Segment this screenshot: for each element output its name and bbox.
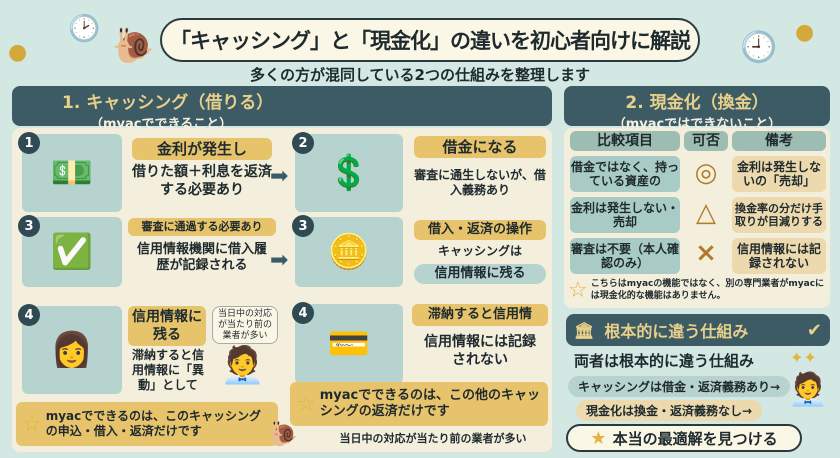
middle-note: 当日中の対応が当たり前の業者が多い	[339, 432, 527, 445]
arrow-right-icon: ➡	[270, 164, 289, 189]
card-label: 信用情報に残る	[128, 306, 206, 346]
card-label: 金利が発生し	[132, 138, 272, 160]
star-icon: ☆	[568, 278, 588, 303]
arrow-right-icon: ➡	[270, 248, 289, 273]
page-title: 「キャッシング」と「現金化」の違いを初心者向けに解説	[160, 18, 700, 62]
cashout-heading: 2. 現金化（換金） （myacではできないこと）	[564, 86, 830, 132]
cashing-footer-text: myacでできるのは、このキャッシングの申込・借入・返済だけです	[45, 409, 262, 438]
middle-footer-text: myacでできるのは、この他のキャッシングの返済だけです	[319, 387, 540, 419]
star-icon: ★	[590, 427, 607, 449]
cashing-heading: 1. キャッシング（借りる） （myacでできること）	[12, 86, 552, 132]
businessman-illustration: 🧑‍💼	[788, 370, 828, 408]
star-icon: ☆	[296, 391, 316, 417]
clock-icon: 🕑	[68, 14, 101, 44]
snail-icon: 🐌	[268, 420, 298, 448]
section-text: 両者は根本的に違う仕組み	[574, 352, 755, 370]
step-number: 4	[292, 302, 314, 324]
column-header: 可否	[684, 131, 728, 151]
cashing-title: 1. キャッシング（借りる）	[62, 93, 274, 113]
coin-icon: ●	[8, 40, 28, 65]
bank-icon: 🏛	[574, 320, 595, 340]
section-header: 🏛 根本的に違う仕組み ✔	[566, 314, 830, 346]
table-cell-item: 借金ではなく、持っている資産の	[570, 156, 680, 192]
table-cell-item: 審査は不要（本人確認のみ）	[570, 238, 680, 274]
card-text: 滞納すると信用情報に「異動」として	[131, 348, 204, 392]
card-label: 借入・返済の操作	[414, 220, 546, 240]
column-header: 比較項目	[570, 131, 680, 151]
speech-bubble: 当日中の対応が当たり前の業者が多い	[212, 306, 278, 345]
credit-pill: 信用情報に残る	[414, 264, 546, 284]
card-text: 信用情報には記録されない	[424, 334, 536, 368]
card-label: 審査に通過する必要あり	[128, 218, 276, 236]
star-icon: ☆	[22, 411, 42, 437]
coin-icon: ●	[795, 20, 815, 45]
table-cell-note: 信用情報には記録されない	[732, 238, 826, 274]
notice-text: こちらはmyacの機能ではなく、別の専門業者がmyacには現金化的な機能はありま…	[590, 278, 825, 301]
snail-icon: 🐌	[112, 26, 155, 66]
table-cell-note: 金利は発生しないの「売却」	[732, 156, 826, 192]
clock-icon: 🕘	[740, 30, 778, 65]
table-cell-note: 換金率の分だけ手取りが目減りする	[732, 197, 826, 233]
conclusion-bubble: ★ 本当の最適解を見つける	[566, 424, 802, 452]
cash-line: 現金化は換金・返済義務なし→	[576, 400, 763, 421]
step-number: 3	[292, 215, 314, 237]
table-cell-item: 金利は発生しない・売却	[570, 197, 680, 233]
column-header: 備考	[732, 131, 826, 151]
sparkle-icon: ✦✦	[790, 348, 817, 367]
triangle-mark: △	[696, 198, 716, 228]
section-title: 根本的に違う仕組み	[604, 322, 749, 341]
double-circle-mark: ◎	[694, 158, 718, 188]
card-text: キャッシングは	[437, 244, 522, 258]
card-text: 信用情報機関に借入履歴が記録される	[136, 242, 267, 274]
cross-mark: ×	[695, 238, 717, 268]
notice: ☆ こちらはmyacの機能ではなく、別の専門業者がmyacには現金化的な機能はあ…	[568, 278, 830, 303]
step-number: 4	[18, 304, 40, 326]
middle-footer: ☆ myacでできるのは、この他のキャッシングの返済だけです	[290, 382, 548, 426]
step-number: 3	[18, 215, 40, 237]
woman-cards-illustration: 👩	[22, 306, 122, 394]
page-subtitle: 多くの方が混同している2つの仕組みを整理します	[225, 64, 615, 85]
check-icon: ✔	[806, 319, 822, 341]
conclusion-text: 本当の最適解を見つける	[612, 429, 778, 448]
cashing-line: キャッシングは借金・返済義務あり→	[568, 376, 791, 397]
card-label: 借金になる	[414, 136, 546, 158]
card-text: 借りた額＋利息を返済する必要あり	[132, 164, 272, 198]
step-number: 2	[292, 132, 314, 154]
cashout-title: 2. 現金化（換金）	[625, 93, 769, 113]
card-label: 滞納すると信用情	[412, 304, 548, 326]
cashing-footer: ☆ myacでできるのは、このキャッシングの申込・借入・返済だけです	[16, 402, 278, 446]
card-text: 審査に通生しないが、借入義務あり	[414, 168, 546, 197]
step-number: 1	[18, 132, 40, 154]
businessman-illustration: 🧑‍💼	[220, 345, 265, 386]
